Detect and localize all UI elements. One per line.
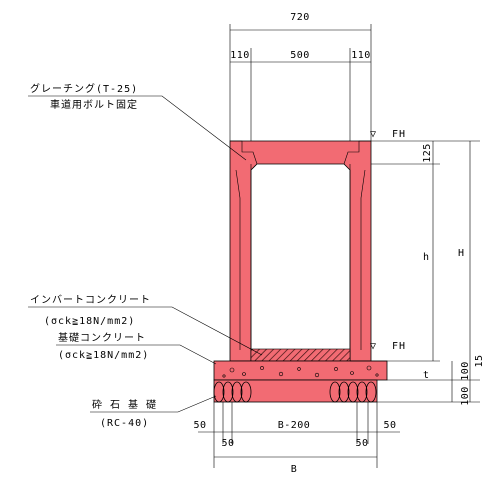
gravel-ovals-right	[329, 381, 377, 403]
dim-bottom-right-inner: 50	[355, 438, 368, 449]
callout-grating: グレーチング(T-25) 車道用ボルト固定	[28, 82, 247, 161]
dim-opening: 500	[290, 50, 310, 61]
callout-base-line2: (σck≧18N/mm2)	[58, 350, 149, 361]
right-dimensions: ▽ FH ▽ FH 125 h H t 100 15 100	[350, 129, 485, 406]
callout-gravel-line1: 砕 石 基 礎	[92, 398, 157, 411]
base-aggregate-dots	[222, 365, 379, 378]
concrete-body	[213, 140, 388, 403]
level-invert-mark: ▽	[370, 341, 377, 352]
callout-base-line1: 基礎コンクリート	[58, 331, 146, 344]
callout-grating-line1: グレーチング(T-25)	[30, 82, 138, 95]
dim-wall-right: 110	[351, 50, 371, 61]
level-top-label: FH	[392, 129, 406, 140]
top-dimensions: 720 110 500 110	[229, 12, 372, 141]
level-invert-label: FH	[392, 341, 406, 352]
invert-concrete	[250, 348, 351, 362]
level-top-mark: ▽	[370, 129, 377, 140]
callout-gravel: 砕 石 基 礎 (RC-40)	[90, 395, 217, 429]
gravel-ovals-left	[213, 381, 252, 403]
dim-wall-left: 110	[230, 50, 250, 61]
callout-invert-line1: インバートコンクリート	[30, 294, 151, 306]
dim-top-total: 720	[290, 12, 310, 23]
base-concrete	[213, 360, 388, 381]
gravel-base	[213, 379, 378, 403]
dim-base-thickness: t	[423, 370, 430, 381]
dim-total-height: H	[458, 248, 465, 259]
dim-inner-height: h	[423, 252, 430, 263]
callout-invert: インバートコンクリート (σck≧18N/mm2)	[28, 294, 263, 356]
dim-base-concrete: 100	[460, 361, 471, 381]
dim-bottom-left-outer: 50	[193, 420, 206, 431]
callout-gravel-line2: (RC-40)	[100, 418, 149, 429]
callout-base: 基礎コンクリート (σck≧18N/mm2)	[56, 331, 217, 365]
dim-bottom-left-inner: 50	[221, 438, 234, 449]
dim-bottom-total: B	[291, 464, 298, 475]
dim-bottom-middle: B-200	[278, 420, 311, 431]
dim-base-step: 15	[474, 354, 485, 367]
wall-taper-lines	[235, 164, 366, 361]
callout-invert-line2: (σck≧18N/mm2)	[44, 316, 135, 327]
grating-seat	[230, 140, 371, 165]
dim-frame-height: 125	[422, 143, 433, 163]
dim-gravel: 100	[460, 386, 471, 406]
dim-bottom-right-outer: 50	[383, 420, 396, 431]
callout-grating-line2: 車道用ボルト固定	[50, 98, 138, 111]
bottom-dimensions: 50 50 B-200 50 50 B	[193, 402, 400, 475]
